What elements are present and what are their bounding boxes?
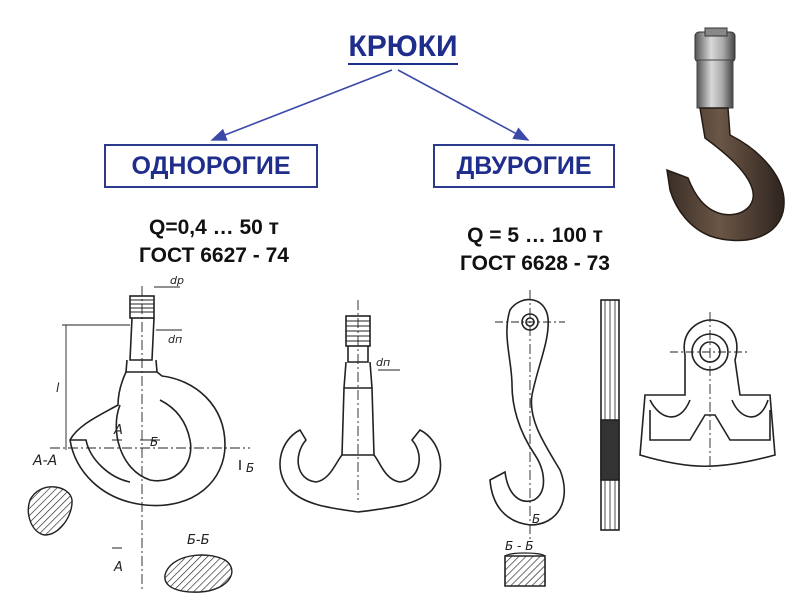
- double-horn-standard: ГОСТ 6628 - 73: [459, 252, 610, 275]
- label-mark-a-top: А: [113, 423, 123, 438]
- double-horn-spec: Q = 5 … 100 т ГОСТ 6628 - 73: [430, 222, 640, 278]
- label-length: l: [56, 381, 60, 395]
- label-section-bb: Б-Б: [187, 533, 210, 548]
- arrow-to-single: [210, 69, 393, 141]
- label-mark-b-right: Б: [246, 461, 254, 475]
- label-thread-diameter: dр: [170, 274, 184, 287]
- single-hook-drawing: [27, 286, 250, 593]
- label-section-bb-double: Б - Б: [505, 539, 533, 553]
- single-horn-box: ОДНОРОГИЕ: [104, 144, 318, 188]
- label-mark-a-bottom: А: [113, 560, 123, 575]
- eye-hook-drawing: [639, 312, 776, 470]
- label-section-aa: А-А: [32, 453, 57, 469]
- arrow-to-double: [397, 69, 530, 141]
- double-horn-capacity: Q = 5 … 100 т: [467, 224, 603, 247]
- plate-hook-drawing: [489, 290, 620, 587]
- label-shank-diameter: dп: [168, 333, 182, 346]
- label-mark-b-plate: Б: [532, 512, 540, 526]
- single-horn-standard: ГОСТ 6627 - 74: [138, 244, 289, 267]
- label-shank-diameter-double: dп: [376, 356, 390, 369]
- hook-photo: [666, 27, 785, 242]
- single-horn-spec: Q=0,4 … 50 т ГОСТ 6627 - 74: [108, 214, 320, 270]
- diagram-title: КРЮКИ: [348, 30, 458, 65]
- single-horn-capacity: Q=0,4 … 50 т: [149, 216, 279, 239]
- label-mark-b-left: Б: [150, 435, 158, 449]
- double-hook-shank-drawing: [279, 300, 442, 513]
- double-horn-box: ДВУРОГИЕ: [433, 144, 615, 188]
